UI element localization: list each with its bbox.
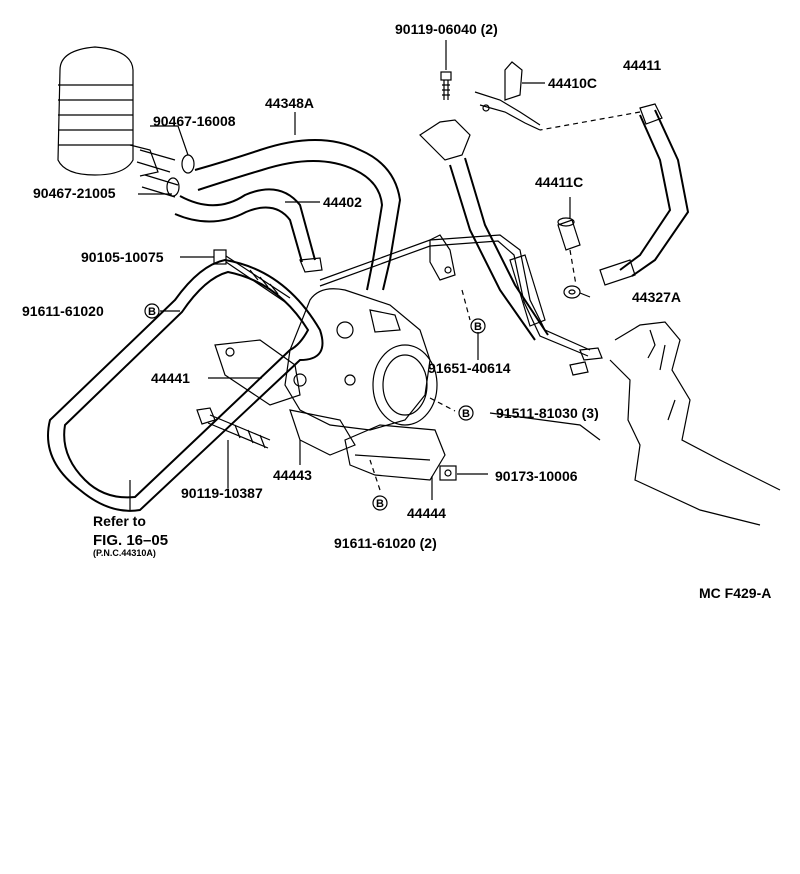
svg-text:B: B xyxy=(148,306,156,318)
label-bolt-81030: 91511-81030 (3) xyxy=(496,405,599,421)
b-marker-3: B xyxy=(458,405,474,421)
hose-44402 xyxy=(174,188,323,273)
label-bracket-44441: 44441 xyxy=(151,370,190,386)
label-gasket-44327a: 44327A xyxy=(632,289,681,305)
part-44411c xyxy=(557,217,581,251)
reservoir-tank xyxy=(57,46,159,177)
hose-44411 xyxy=(599,103,690,286)
label-bracket-44444: 44444 xyxy=(407,505,446,521)
leader-lines xyxy=(129,40,641,510)
belt-ref-line3: (P.N.C.44310A) xyxy=(93,548,156,558)
belt-ref-line1: Refer to xyxy=(93,513,146,529)
svg-text:B: B xyxy=(376,498,384,510)
svg-text:B: B xyxy=(462,408,470,420)
drive-belt xyxy=(47,258,324,512)
belt-ref-line2: FIG. 16–05 xyxy=(93,532,168,549)
power-steering-pump xyxy=(284,288,438,431)
hose-44348a xyxy=(194,139,402,291)
steering-gear-housing xyxy=(569,321,781,526)
figure-code: MC F429-A xyxy=(699,585,771,601)
label-bolt-61020-2: 91611-61020 (2) xyxy=(334,535,437,551)
hose-long-vertical xyxy=(449,157,549,341)
bracket-44443 xyxy=(289,409,356,456)
b-marker-1: B xyxy=(144,303,160,319)
bolt-90119-06040 xyxy=(440,71,452,100)
label-hose-44348a: 44348A xyxy=(265,95,314,111)
b-marker-2: B xyxy=(470,318,486,334)
reservoir-outlet-tubes xyxy=(136,149,195,198)
label-part-44411c: 44411C xyxy=(535,174,583,190)
label-hose-44411: 44411 xyxy=(623,57,661,73)
label-union-44410c: 44410C xyxy=(548,75,597,91)
bracket-44441 xyxy=(214,339,301,406)
gasket-44327a xyxy=(563,285,581,299)
label-bolt-61020-b: 91611-61020 xyxy=(22,303,104,319)
label-bolt-10075: 90105-10075 xyxy=(81,249,164,265)
label-bolt-top: 90119-06040 (2) xyxy=(395,21,498,37)
label-stud-10387: 90119-10387 xyxy=(181,485,263,501)
nut-90173-10006 xyxy=(439,465,457,481)
b-marker-4: B xyxy=(372,495,388,511)
label-nut-10006: 90173-10006 xyxy=(495,468,578,484)
label-hose-44402: 44402 xyxy=(323,194,362,210)
label-clamp-16008: 90467-16008 xyxy=(153,113,236,129)
bracket-44444 xyxy=(344,424,446,481)
union-44410c xyxy=(419,61,541,161)
label-bolt-40614: 91651-40614 xyxy=(428,360,511,376)
label-clamp-21005: 90467-21005 xyxy=(33,185,116,201)
label-bracket-44443: 44443 xyxy=(273,467,312,483)
svg-text:B: B xyxy=(474,321,482,333)
